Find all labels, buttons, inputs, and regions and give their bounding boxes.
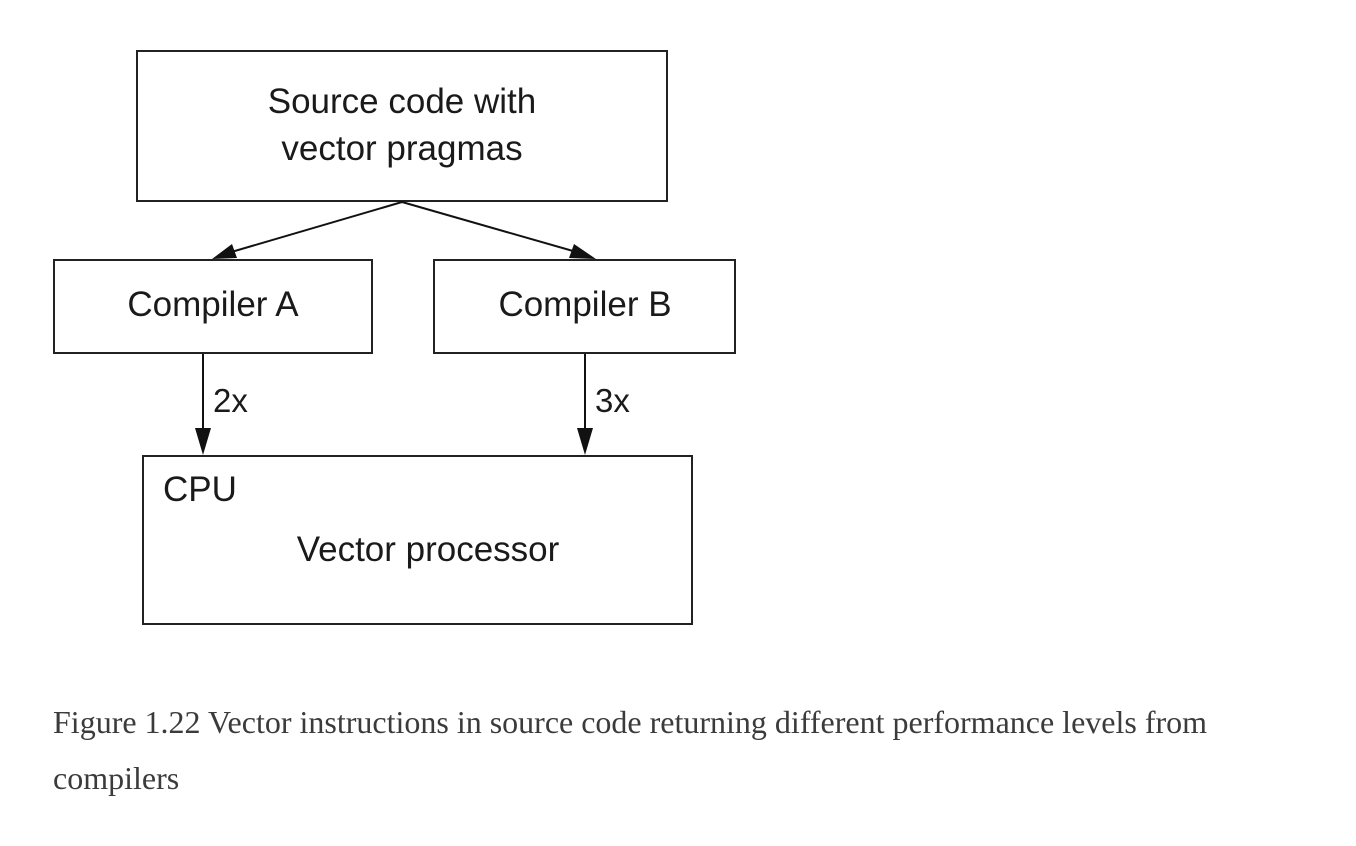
edge-compiler-a-to-cpu-arrowhead (195, 428, 211, 455)
edge-compiler-b-to-cpu: 3x (577, 354, 630, 455)
cpu-box (142, 455, 693, 625)
edge-source-to-compiler-b (401, 201, 596, 259)
edge-source-to-compiler-b-arrowhead (569, 244, 596, 259)
source-code-node: Source code with vector pragmas (136, 50, 668, 202)
edge-compiler-a-to-cpu: 2x (195, 354, 248, 455)
edge-source-to-compiler-a (212, 201, 403, 259)
compiler-b-node: Compiler B (433, 259, 736, 354)
compiler-a-node: Compiler A (53, 259, 373, 354)
vector-processor-label: Vector processor (297, 530, 560, 569)
edge-source-to-compiler-a-line (227, 201, 403, 254)
edge-source-to-compiler-b-line (401, 201, 581, 254)
compiler-a-label: Compiler A (127, 285, 299, 324)
compiler-b-box (433, 259, 736, 354)
compiler-a-box (53, 259, 373, 354)
edge-source-to-compiler-a-arrowhead (212, 244, 237, 259)
compiler-b-label: Compiler B (498, 285, 671, 324)
cpu-node: CPU Vector processor (142, 455, 693, 625)
source-code-label-line1: Source code with (268, 82, 536, 121)
source-code-label-line2: vector pragmas (281, 129, 522, 168)
flow-diagram: Source code with vector pragmas Compiler… (53, 50, 736, 625)
source-code-box (136, 50, 668, 202)
edge-compiler-a-to-cpu-label: 2x (213, 382, 248, 419)
figure-caption: Figure 1.22 Vector instructions in sourc… (53, 704, 1208, 796)
edge-compiler-b-to-cpu-arrowhead (577, 428, 593, 455)
cpu-title: CPU (163, 470, 237, 509)
edge-compiler-b-to-cpu-label: 3x (595, 382, 630, 419)
